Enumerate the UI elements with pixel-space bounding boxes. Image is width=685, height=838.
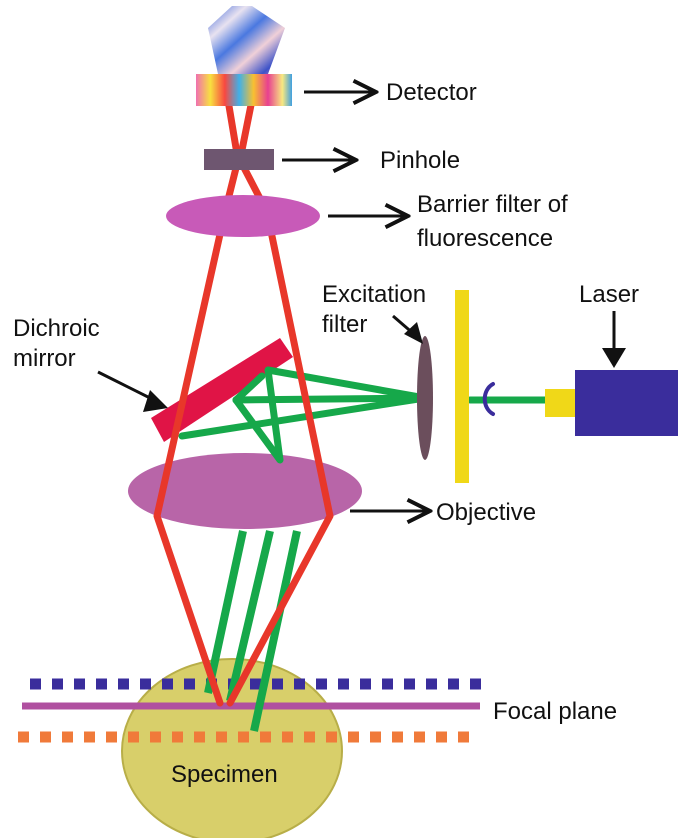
- excitation-beams-lower: [204, 530, 301, 732]
- light-wave-mark: [482, 382, 495, 416]
- focal-plane-label: Focal plane: [493, 698, 617, 725]
- detector: [196, 6, 292, 106]
- excitation-filter-arrowhead: [404, 322, 423, 344]
- excitation-beams-upper: [178, 366, 552, 464]
- dichroic-mirror: [151, 338, 293, 442]
- pinhole-label: Pinhole: [380, 147, 460, 174]
- barrier-filter-label-line1: Barrier filter of: [417, 191, 568, 218]
- barrier-filter-label-line2: fluorescence: [417, 225, 553, 252]
- barrier-plate: [455, 290, 469, 483]
- objective-lens: [128, 453, 362, 529]
- pinhole-plate: [204, 149, 274, 170]
- dichroic-mirror-label-line2: mirror: [13, 345, 76, 372]
- barrier-filter-lens: [166, 195, 320, 237]
- excitation-filter-label-line1: Excitation: [322, 281, 426, 308]
- laser-body: [575, 370, 678, 436]
- objective-label: Objective: [436, 499, 536, 526]
- laser-arrowhead: [602, 348, 626, 368]
- dichroic-mirror-label-line1: Dichroic: [13, 315, 100, 342]
- dichroic-arrowhead: [143, 390, 168, 412]
- specimen-label: Specimen: [171, 761, 278, 788]
- laser-label: Laser: [579, 281, 639, 308]
- excitation-filter: [417, 336, 433, 460]
- excitation-filter-label-line2: filter: [322, 311, 367, 338]
- detector-label: Detector: [386, 79, 477, 106]
- laser-aperture: [545, 389, 575, 417]
